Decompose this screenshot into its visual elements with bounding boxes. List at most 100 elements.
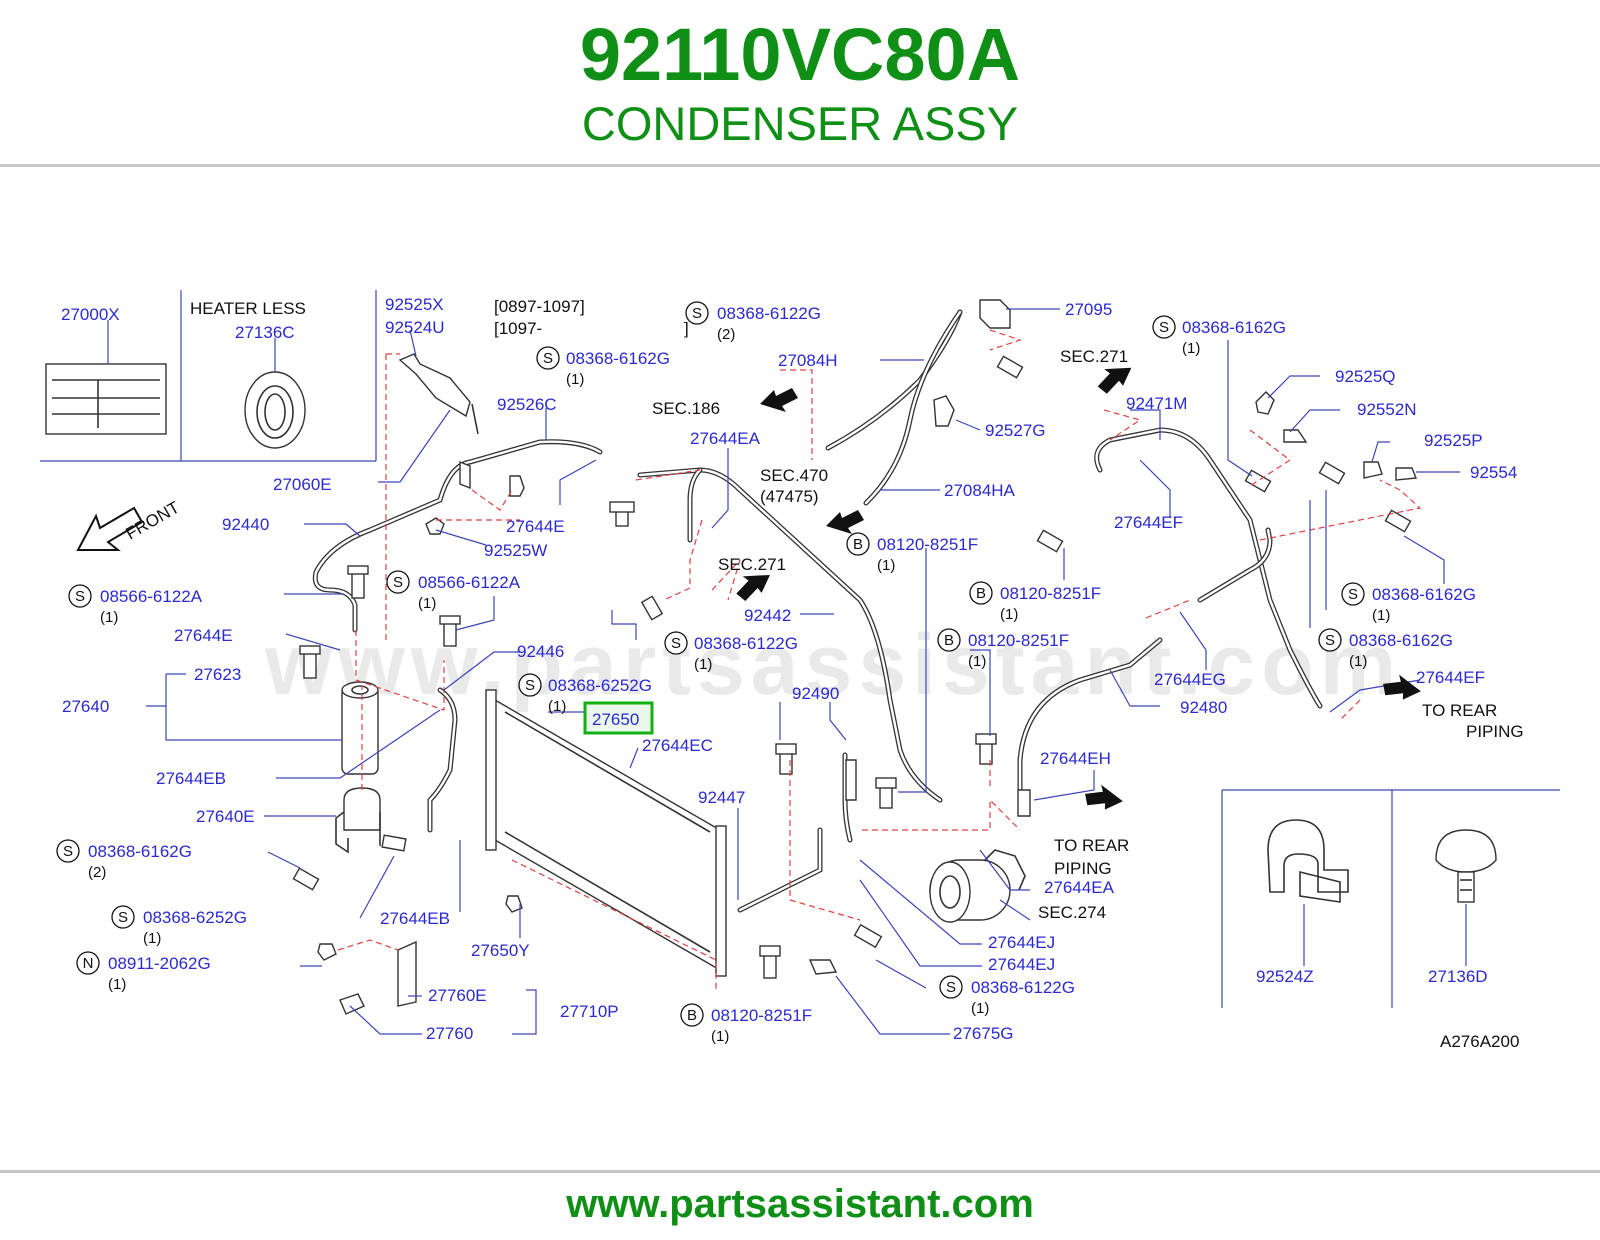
part-label[interactable]: 27644EH — [1040, 749, 1111, 768]
part-label[interactable]: 92471M — [1126, 394, 1187, 413]
part-label[interactable]: 27760E — [428, 986, 487, 1005]
fastener-callout[interactable]: S 08368-6162G (1) — [1341, 582, 1476, 624]
grommet-drawing — [244, 338, 306, 449]
svg-text:08566-6122A: 08566-6122A — [418, 573, 521, 592]
label-27136c[interactable]: 27136C — [235, 323, 295, 342]
fastener-callout[interactable]: S 08368-6122G (1) — [939, 975, 1075, 1017]
part-label[interactable]: 27644EG — [1154, 670, 1226, 689]
svg-text:B: B — [687, 1007, 697, 1024]
svg-text:S: S — [692, 305, 702, 322]
part-label[interactable]: 27084HA — [944, 481, 1016, 500]
part-label[interactable]: 27136D — [1428, 967, 1488, 986]
svg-text:08911-2062G: 08911-2062G — [108, 954, 211, 973]
fastener-callout[interactable]: B 08120-8251F (1) — [937, 628, 1069, 670]
part-label[interactable]: 92440 — [222, 515, 269, 534]
part-label[interactable]: 92554 — [1470, 463, 1517, 482]
svg-text:S: S — [671, 635, 681, 652]
svg-text:(1): (1) — [418, 595, 436, 612]
part-label[interactable]: 27640 — [62, 697, 109, 716]
part-label[interactable]: 92524U — [385, 318, 445, 337]
to-rear-piping-note: TO REAR — [1054, 836, 1129, 855]
svg-text:08368-6162G: 08368-6162G — [88, 842, 192, 861]
fastener-callout[interactable]: S 08368-6162G (1) — [1318, 628, 1453, 670]
highlighted-part-box — [583, 701, 654, 735]
part-label[interactable]: 27760 — [426, 1024, 473, 1043]
part-label[interactable]: 92525P — [1424, 431, 1483, 450]
section-ref: SEC.271 — [718, 555, 786, 574]
fastener-callout[interactable]: N 08911-2062G (1) — [76, 951, 211, 993]
part-label[interactable]: 92446 — [517, 642, 564, 661]
part-label[interactable]: 92525Q — [1335, 367, 1396, 386]
clip-inset-frame — [1221, 789, 1560, 1008]
part-label[interactable]: 92442 — [744, 606, 791, 625]
footer-website-url[interactable]: www.partsassistant.com — [566, 1182, 1034, 1226]
label-plate-drawing — [45, 320, 167, 435]
part-label[interactable]: 27084H — [778, 351, 838, 370]
part-label[interactable]: 27644EA — [1044, 878, 1115, 897]
top-divider — [0, 164, 1600, 167]
part-label[interactable]: 27650Y — [471, 941, 530, 960]
fastener-callout[interactable]: B 08120-8251F (1) — [680, 1003, 812, 1045]
label-27000x[interactable]: 27000X — [61, 305, 120, 324]
inset-frame — [40, 290, 377, 462]
pipe-92447 — [737, 827, 823, 913]
fastener-callout[interactable]: S 08368-6162G (1) — [536, 346, 670, 388]
section-ref: SEC.274 — [1038, 903, 1106, 922]
hose-27084h — [825, 309, 963, 506]
svg-text:(1): (1) — [1372, 607, 1390, 624]
fastener-callout[interactable]: S 08368-6122G (1) — [664, 631, 798, 673]
svg-text:(1): (1) — [100, 609, 118, 626]
part-label[interactable]: 27644EF — [1416, 668, 1485, 687]
fastener-callout[interactable]: B 08120-8251F (1) — [969, 581, 1101, 623]
part-label[interactable]: 27644EF — [1114, 513, 1183, 532]
date-range-line1: [0897-1097] — [494, 297, 585, 316]
date-range-line2: [1097- — [494, 319, 542, 338]
part-label[interactable]: 27644EJ — [988, 933, 1055, 952]
part-label[interactable]: 27675G — [953, 1024, 1014, 1043]
drier-bracket-drawing — [335, 787, 381, 854]
part-label[interactable]: 27644EB — [156, 769, 226, 788]
part-label[interactable]: 27644EB — [380, 909, 450, 928]
part-label[interactable]: 92525X — [385, 295, 444, 314]
part-label[interactable]: 92526C — [497, 395, 557, 414]
part-label[interactable]: 27623 — [194, 665, 241, 684]
svg-text:(1): (1) — [877, 557, 895, 574]
part-number-title: 92110VC80A — [579, 13, 1021, 96]
fastener-callout[interactable]: S 08368-6252G (1) — [111, 905, 247, 947]
part-label[interactable]: 92525W — [484, 541, 547, 560]
clip-92524z-drawing — [1267, 819, 1349, 966]
part-label[interactable]: 92447 — [698, 788, 745, 807]
fastener-callout[interactable]: S 08566-6122A (1) — [386, 570, 521, 612]
part-label[interactable]: 27710P — [560, 1002, 619, 1021]
part-label[interactable]: 27644EJ — [988, 955, 1055, 974]
to-rear-piping-note: PIPING — [1054, 859, 1112, 878]
fastener-callout[interactable]: S 08368-6252G (1) — [518, 673, 652, 715]
part-label[interactable]: 27644EC — [642, 736, 713, 755]
part-label[interactable]: 27644E — [174, 626, 233, 645]
part-label[interactable]: 92480 — [1180, 698, 1227, 717]
svg-text:08368-6122G: 08368-6122G — [971, 978, 1075, 997]
to-rear-piping-note: PIPING — [1466, 722, 1524, 741]
svg-text:(1): (1) — [1349, 653, 1367, 670]
condenser-drawing — [485, 689, 727, 977]
fastener-callout[interactable]: S 08368-6162G (1) — [1152, 315, 1286, 357]
fastener-callout[interactable]: S 08368-6162G (2) — [56, 839, 192, 881]
part-label[interactable]: 92527G — [985, 421, 1046, 440]
highlighted-part-label[interactable]: 27650 — [592, 710, 639, 729]
fastener-callout[interactable]: S 08368-6122G (2) — [685, 301, 821, 343]
part-label[interactable]: 92490 — [792, 684, 839, 703]
fastener-callout[interactable]: B 08120-8251F (1) — [846, 532, 978, 574]
svg-text:S: S — [543, 350, 553, 367]
part-label[interactable]: 27644EA — [690, 429, 761, 448]
part-label[interactable]: 27644E — [506, 517, 565, 536]
part-label[interactable]: 92552N — [1357, 400, 1417, 419]
svg-text:(1): (1) — [971, 1000, 989, 1017]
part-label[interactable]: 92524Z — [1256, 967, 1314, 986]
date-range-line3: ] — [684, 319, 689, 338]
fastener-callout[interactable]: S 08566-6122A (1) — [68, 584, 203, 626]
part-label[interactable]: 27060E — [273, 475, 332, 494]
part-label[interactable]: 27095 — [1065, 300, 1112, 319]
direction-arrows — [736, 367, 1421, 810]
diagram-code: A276A200 — [1440, 1032, 1519, 1051]
part-label[interactable]: 27640E — [196, 807, 255, 826]
